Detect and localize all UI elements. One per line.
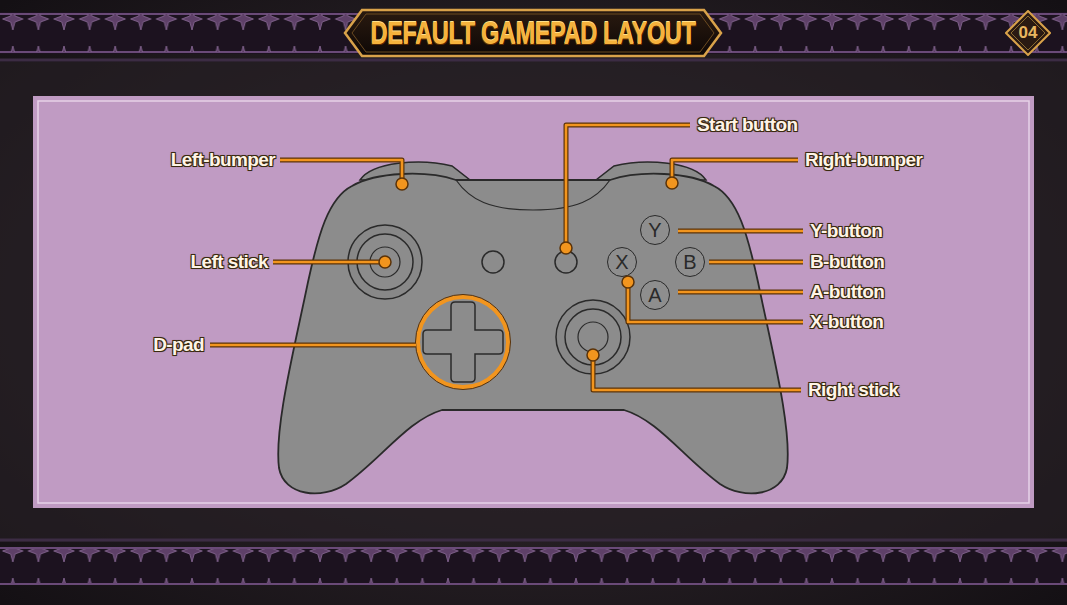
- callout-label: Start button: [697, 114, 797, 136]
- page-number: 04: [1005, 10, 1051, 56]
- face-button: Y: [640, 215, 670, 245]
- button-letter: X: [615, 252, 628, 272]
- face-button: B: [675, 247, 705, 277]
- button-letter: A: [648, 285, 661, 305]
- callout-label: Left stick: [191, 251, 268, 273]
- button-letter: B: [683, 252, 696, 272]
- callout-label: Left-bumper: [171, 149, 275, 171]
- button-letter: Y: [648, 220, 661, 240]
- callout-label: X-button: [810, 311, 883, 333]
- callout-label: B-button: [810, 251, 884, 273]
- face-button: A: [640, 280, 670, 310]
- callout-label: A-button: [810, 281, 884, 303]
- callout-label: Right-bumper: [805, 149, 922, 171]
- face-button: X: [607, 247, 637, 277]
- page-number-badge: 04: [1005, 10, 1051, 56]
- callout-label: D-pad: [153, 334, 204, 356]
- callout-label: Right stick: [808, 379, 899, 401]
- page-title: DEFAULT GAMEPAD LAYOUT: [371, 15, 696, 52]
- callout-label: Y-button: [810, 220, 882, 242]
